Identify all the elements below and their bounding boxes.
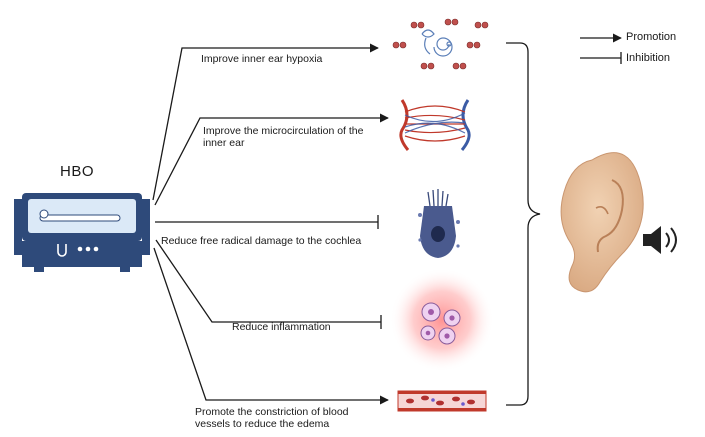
pathway-hypoxia	[152, 43, 379, 201]
mechanism-label-vessel-constriction: Promote the constriction of blood vessel…	[195, 406, 349, 430]
legend-inhibition-label: Inhibition	[626, 52, 671, 64]
hair-cell-icon	[418, 189, 460, 258]
mechanism-label-microcirculation: Improve the microcirculation of the inne…	[203, 125, 364, 149]
mechanism-label-free-radical: Reduce free radical damage to the cochle…	[161, 235, 362, 247]
mechanism-label-inflammation: Reduce inflammation	[232, 321, 331, 333]
hyperbaric-chamber-icon	[14, 193, 150, 272]
capillary-network-icon	[399, 99, 471, 151]
legend-promotion-label: Promotion	[626, 31, 677, 43]
ear-icon	[560, 152, 644, 293]
inflamed-cells-icon	[390, 268, 494, 372]
speaker-icon	[643, 226, 677, 254]
blood-vessel-icon	[397, 390, 487, 412]
pathway-inflammation	[155, 239, 381, 323]
hbo-title: HBO	[60, 163, 95, 180]
pathway-lines	[152, 43, 389, 405]
mechanism-label-hypoxia: Improve inner ear hypoxia	[201, 53, 323, 65]
pathway-microcirculation	[154, 113, 389, 206]
oxygen-molecules-cochlea-icon	[392, 18, 489, 70]
pathway-vessel-constriction	[153, 247, 389, 405]
convergence-bracket	[506, 42, 541, 406]
legend	[580, 33, 622, 64]
